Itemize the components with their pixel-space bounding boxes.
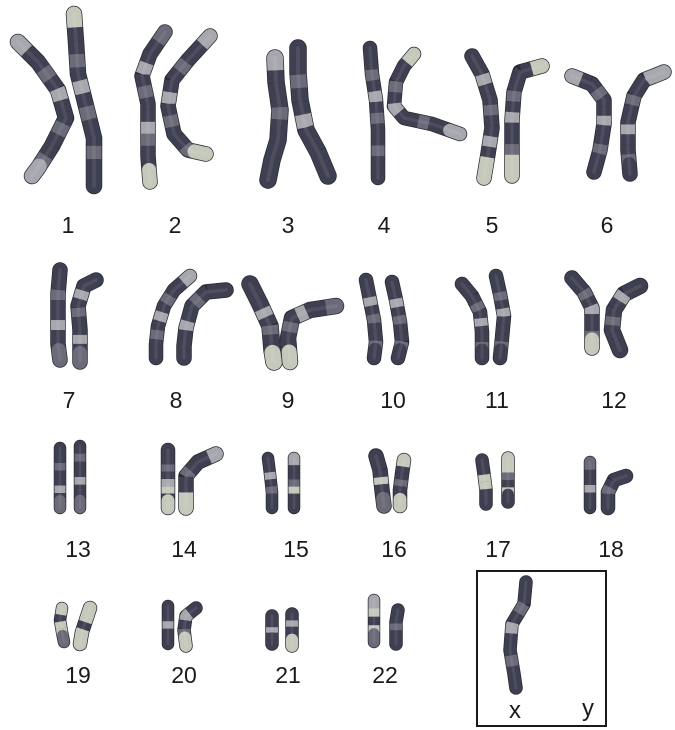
- chromosome-17a: [482, 460, 486, 504]
- label-22: 22: [372, 662, 398, 688]
- label-7: 7: [63, 387, 76, 413]
- label-3: 3: [282, 212, 295, 238]
- label-5: 5: [486, 212, 499, 238]
- label-21: 21: [275, 662, 301, 688]
- label-11: 11: [485, 387, 509, 413]
- chromosome-12b: [612, 286, 640, 350]
- chromosome-19a: [60, 608, 64, 642]
- sex-chromosome-box: x y: [477, 571, 606, 726]
- chromosome-10a: [366, 280, 376, 358]
- chromosome-8b: [184, 290, 226, 358]
- label-19: 19: [65, 662, 91, 688]
- chromosome-11a: [462, 284, 482, 358]
- label-y: y: [582, 695, 594, 722]
- chromosome-20b: [184, 608, 196, 646]
- chromosome-7a: [58, 270, 60, 360]
- chromosome-1a: [18, 42, 66, 176]
- label-18: 18: [598, 536, 624, 562]
- chromosome-7b: [78, 280, 96, 362]
- chromosome-4b: [394, 54, 460, 134]
- label-9: 9: [282, 387, 295, 413]
- label-2: 2: [169, 212, 182, 238]
- label-16: 16: [381, 536, 407, 562]
- chromosome-16b: [400, 460, 404, 506]
- chromosome-10b: [392, 282, 402, 358]
- label-14: 14: [171, 536, 197, 562]
- chromosome-9b: [288, 306, 336, 362]
- label-6: 6: [601, 212, 614, 238]
- label-15: 15: [283, 536, 309, 562]
- chromosome-18b: [608, 476, 626, 508]
- chromosome-xa: [510, 582, 526, 688]
- chromosome-5b: [512, 66, 542, 176]
- label-20: 20: [171, 662, 197, 688]
- chromosome-layer: [18, 14, 664, 688]
- chromosome-15a: [268, 458, 272, 508]
- chromosome-1b: [74, 14, 94, 186]
- label-8: 8: [170, 387, 183, 413]
- label-1: 1: [62, 212, 75, 238]
- chromosome-19b: [80, 608, 90, 644]
- chromosome-14b: [186, 454, 216, 508]
- chromosome-3a: [268, 58, 280, 180]
- label-layer: 1 2 3 4 5 6 7 8 9 10 11 12 13 14 15 16 1…: [62, 212, 627, 688]
- chromosome-9a: [250, 284, 274, 362]
- label-10: 10: [380, 387, 406, 413]
- chromosome-11b: [496, 276, 504, 358]
- label-12: 12: [601, 387, 627, 413]
- chromosome-3b: [298, 48, 328, 176]
- chromosome-4a: [370, 48, 378, 178]
- chromosome-6b: [628, 72, 664, 174]
- label-17: 17: [485, 536, 511, 562]
- chromosome-22b: [396, 610, 398, 644]
- chromosome-16a: [376, 456, 384, 506]
- chromosome-2b: [168, 36, 210, 154]
- label-x: x: [509, 697, 521, 724]
- label-13: 13: [65, 536, 91, 562]
- label-4: 4: [378, 212, 391, 238]
- chromosome-sheen: [58, 270, 60, 360]
- chromosome-6a: [572, 76, 604, 172]
- chromosome-12a: [572, 278, 592, 348]
- chromosome-5a: [472, 56, 492, 178]
